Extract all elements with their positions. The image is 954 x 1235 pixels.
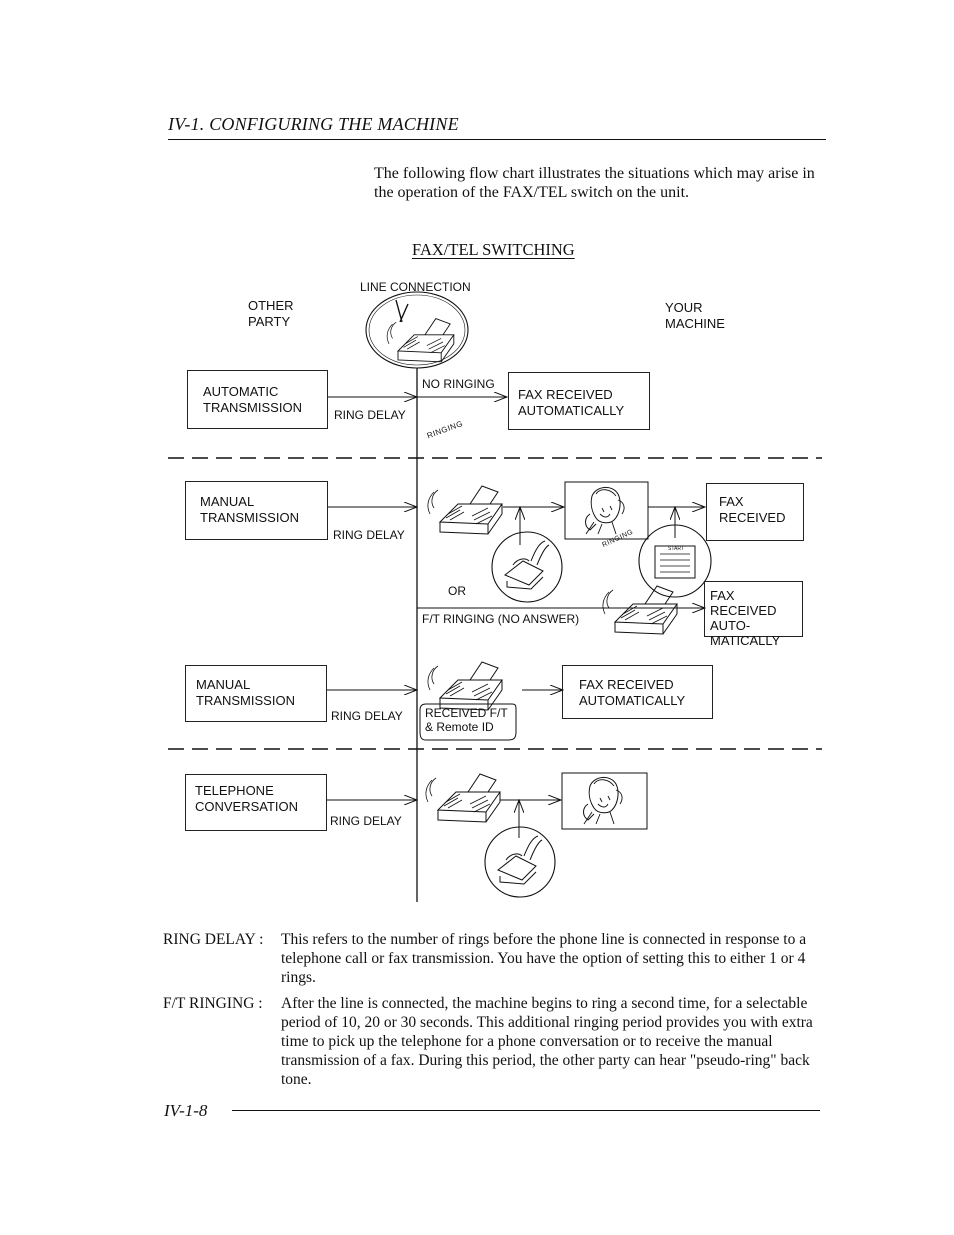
or-label: OR [448, 584, 466, 598]
section-header: IV-1. CONFIGURING THE MACHINE [168, 114, 459, 134]
telephone-conversation-label: TELEPHONE CONVERSATION [195, 783, 299, 814]
fax-received-label: FAX RECEIVED [719, 494, 786, 525]
fax-received-box: FAX RECEIVED [706, 483, 804, 541]
footer-rule [232, 1110, 820, 1111]
definition-term: RING DELAY : [163, 931, 264, 948]
fax-received-automatically-box: FAX RECEIVED AUTOMATICALLY [508, 372, 650, 430]
diagram-title: FAX/TEL SWITCHING [412, 240, 575, 259]
no-ringing-label: NO RINGING [422, 377, 495, 391]
ring-delay-label: RING DELAY [331, 709, 403, 723]
received-ft-label: RECEIVED F/T & Remote ID [425, 706, 508, 734]
start-label: START [668, 546, 684, 552]
fax-received-auto-box: FAX RECEIVED AUTO- MATICALLY [704, 581, 803, 648]
automatic-transmission-label: AUTOMATIC TRANSMISSION [203, 384, 302, 415]
manual-transmission-box: MANUAL TRANSMISSION [185, 665, 327, 722]
fax-received-automatically-box: FAX RECEIVED AUTOMATICALLY [562, 665, 713, 719]
ft-ringing-label: F/T RINGING (NO ANSWER) [422, 612, 580, 626]
manual-transmission-label: MANUAL TRANSMISSION [200, 494, 299, 525]
definition-text: After the line is connected, the machine… [281, 995, 813, 1088]
manual-transmission-box: MANUAL TRANSMISSION [185, 481, 328, 540]
ring-delay-label: RING DELAY [334, 408, 406, 422]
header-rule [168, 139, 826, 140]
telephone-conversation-box: TELEPHONE CONVERSATION [185, 774, 327, 831]
ring-delay-label: RING DELAY [330, 814, 402, 828]
page-number: IV-1-8 [164, 1101, 208, 1120]
definition-text: This refers to the number of rings befor… [281, 931, 807, 986]
your-machine-label: YOUR MACHINE [665, 300, 725, 331]
other-party-label: OTHER PARTY [248, 298, 294, 329]
definition-term: F/T RINGING : [163, 995, 263, 1012]
definitions-list: RING DELAY : This refers to the number o… [163, 930, 827, 1096]
ring-delay-label: RING DELAY [333, 528, 405, 542]
line-connection-label: LINE CONNECTION [360, 280, 471, 294]
fax-received-automatically-label: FAX RECEIVED AUTOMATICALLY [579, 677, 686, 708]
definition-ft-ringing: F/T RINGING : After the line is connecte… [163, 994, 827, 1089]
fax-received-auto-label: FAX RECEIVED AUTO- MATICALLY [710, 588, 781, 648]
definition-ring-delay: RING DELAY : This refers to the number o… [163, 930, 827, 987]
intro-paragraph: The following flow chart illustrates the… [374, 165, 815, 201]
manual-transmission-label: MANUAL TRANSMISSION [196, 677, 295, 708]
fax-received-automatically-label: FAX RECEIVED AUTOMATICALLY [518, 387, 625, 418]
automatic-transmission-box: AUTOMATIC TRANSMISSION [187, 370, 328, 429]
